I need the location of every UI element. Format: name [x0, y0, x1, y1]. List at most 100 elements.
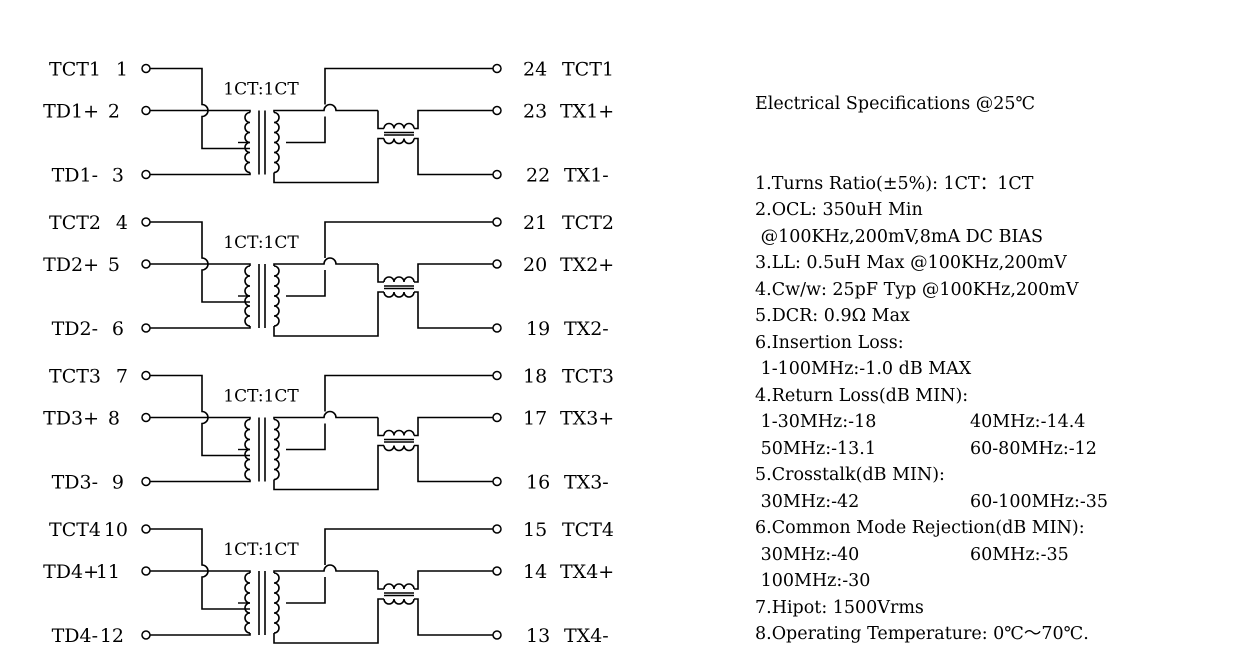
pin-number: 12 — [100, 625, 124, 647]
secondary-winding — [273, 265, 280, 327]
pin-number: 7 — [116, 366, 128, 388]
spec-text: 60-100MHz:-35 — [970, 491, 1109, 512]
spec-line: 3.LL: 0.5uH Max @100KHz,200mV — [755, 250, 1225, 277]
specs-title: Electrical Specifications @25℃ — [755, 94, 1036, 114]
pin-terminal — [141, 105, 151, 116]
spec-line: 5.Crosstalk(dB MIN): — [755, 462, 1225, 489]
secondary-winding — [273, 572, 280, 634]
wire — [273, 103, 378, 113]
wire — [377, 571, 384, 590]
pin-label: TCT1 — [562, 59, 614, 81]
pin-label: TD4+ — [43, 561, 99, 583]
pin-label: TX3- — [564, 472, 609, 494]
pin-number: 10 — [104, 519, 128, 541]
turns-ratio-label: 1CT:1CT — [223, 540, 299, 560]
spec-text: 100MHz:-30 — [755, 571, 871, 591]
pin-terminal — [141, 259, 151, 269]
pin-label: TX1- — [564, 165, 609, 187]
pin-label: TCT2 — [49, 212, 101, 234]
pin-label: TX4+ — [560, 561, 614, 583]
pin-label: TD3- — [52, 472, 98, 494]
wire — [150, 633, 251, 636]
spec-text: 4.Return Loss(dB MIN): — [755, 385, 969, 406]
choke-winding — [383, 583, 415, 590]
electrical-specifications: Electrical Specifications @25℃ 1.Turns R… — [755, 38, 1225, 648]
wire — [414, 291, 493, 329]
wire — [273, 459, 379, 491]
spec-line: 30MHz:-42 60-100MHz:-35 — [755, 489, 1225, 516]
pin-label: TD1- — [52, 165, 98, 187]
pin-number: 2 — [108, 101, 120, 123]
spec-line: 4.Cw/w: 25pF Typ @100KHz,200mV — [755, 277, 1225, 304]
spec-line: @100KHz,200mV,8mA DC BIAS — [755, 224, 1225, 251]
choke-winding — [383, 276, 415, 283]
pin-terminal — [141, 630, 151, 640]
turns-ratio-label: 1CT:1CT — [223, 387, 299, 407]
pin-terminal — [141, 524, 151, 534]
pin-number: 13 — [526, 625, 550, 647]
pin-label: TD4- — [52, 625, 98, 647]
wire — [273, 613, 379, 644]
pin-terminal — [141, 323, 151, 333]
wire — [377, 291, 384, 306]
pin-number: 1 — [116, 59, 128, 81]
wire — [273, 410, 378, 420]
spec-text: 30MHz:-42 — [755, 491, 860, 512]
pin-terminal — [141, 476, 151, 487]
pin-number: 21 — [523, 212, 547, 234]
pin-terminal — [492, 412, 502, 423]
pin-label: TCT2 — [562, 212, 614, 234]
pin-label: TD2- — [52, 318, 98, 340]
pin-terminal — [492, 105, 502, 116]
wire — [414, 570, 493, 590]
pin-label: TCT1 — [49, 59, 101, 81]
wire — [377, 598, 384, 613]
pin-number: 16 — [526, 472, 550, 494]
wire — [150, 172, 251, 176]
pin-label: TX2- — [564, 318, 609, 340]
pin-number: 5 — [108, 254, 120, 276]
choke-winding — [383, 291, 415, 298]
choke-winding — [383, 122, 415, 129]
wire — [324, 374, 493, 412]
wire — [324, 528, 493, 565]
spec-text: 50MHz:-13.1 — [755, 438, 877, 459]
pin-terminal — [492, 370, 502, 381]
secondary-winding — [273, 111, 280, 174]
wire — [150, 263, 251, 266]
choke-winding — [383, 598, 415, 605]
pin-terminal — [492, 524, 502, 534]
pin-number: 20 — [523, 254, 547, 276]
pin-label: TCT4 — [49, 519, 101, 541]
pin-label: TD3+ — [43, 408, 99, 430]
wire — [150, 570, 251, 573]
wire — [286, 116, 326, 144]
wire — [414, 263, 493, 283]
pin-terminal — [141, 217, 151, 227]
spec-line: 4.Return Loss(dB MIN): — [755, 383, 1225, 410]
wire — [286, 270, 326, 297]
pin-label: TX3+ — [560, 408, 614, 430]
spec-line: 7.Hipot: 1500Vrms — [755, 595, 1225, 622]
pin-label: TD2+ — [43, 254, 99, 276]
spec-text: 40MHz:-14.4 — [970, 412, 1086, 432]
pin-number: 6 — [112, 318, 124, 340]
wire — [273, 152, 379, 184]
wire — [414, 109, 493, 130]
pin-terminal — [141, 63, 151, 74]
wire — [414, 598, 493, 636]
spec-text: 4.Cw/w: 25pF Typ @100KHz,200mV — [755, 279, 1079, 300]
spec-text: 7.Hipot: 1500Vrms — [755, 597, 924, 618]
spec-text: 6.Insertion Loss: — [755, 332, 904, 353]
turns-ratio-label: 1CT:1CT — [223, 80, 299, 100]
wire — [150, 416, 251, 420]
wire — [150, 109, 251, 113]
pin-number: 19 — [526, 318, 550, 340]
spec-text: @100KHz,200mV,8mA DC BIAS — [755, 226, 1044, 247]
pin-number: 3 — [112, 165, 124, 187]
pin-terminal — [492, 217, 502, 227]
spec-line: 8.Operating Temperature: 0℃～70℃. — [755, 621, 1225, 648]
spec-text: 5.DCR: 0.9Ω Max — [755, 306, 910, 326]
